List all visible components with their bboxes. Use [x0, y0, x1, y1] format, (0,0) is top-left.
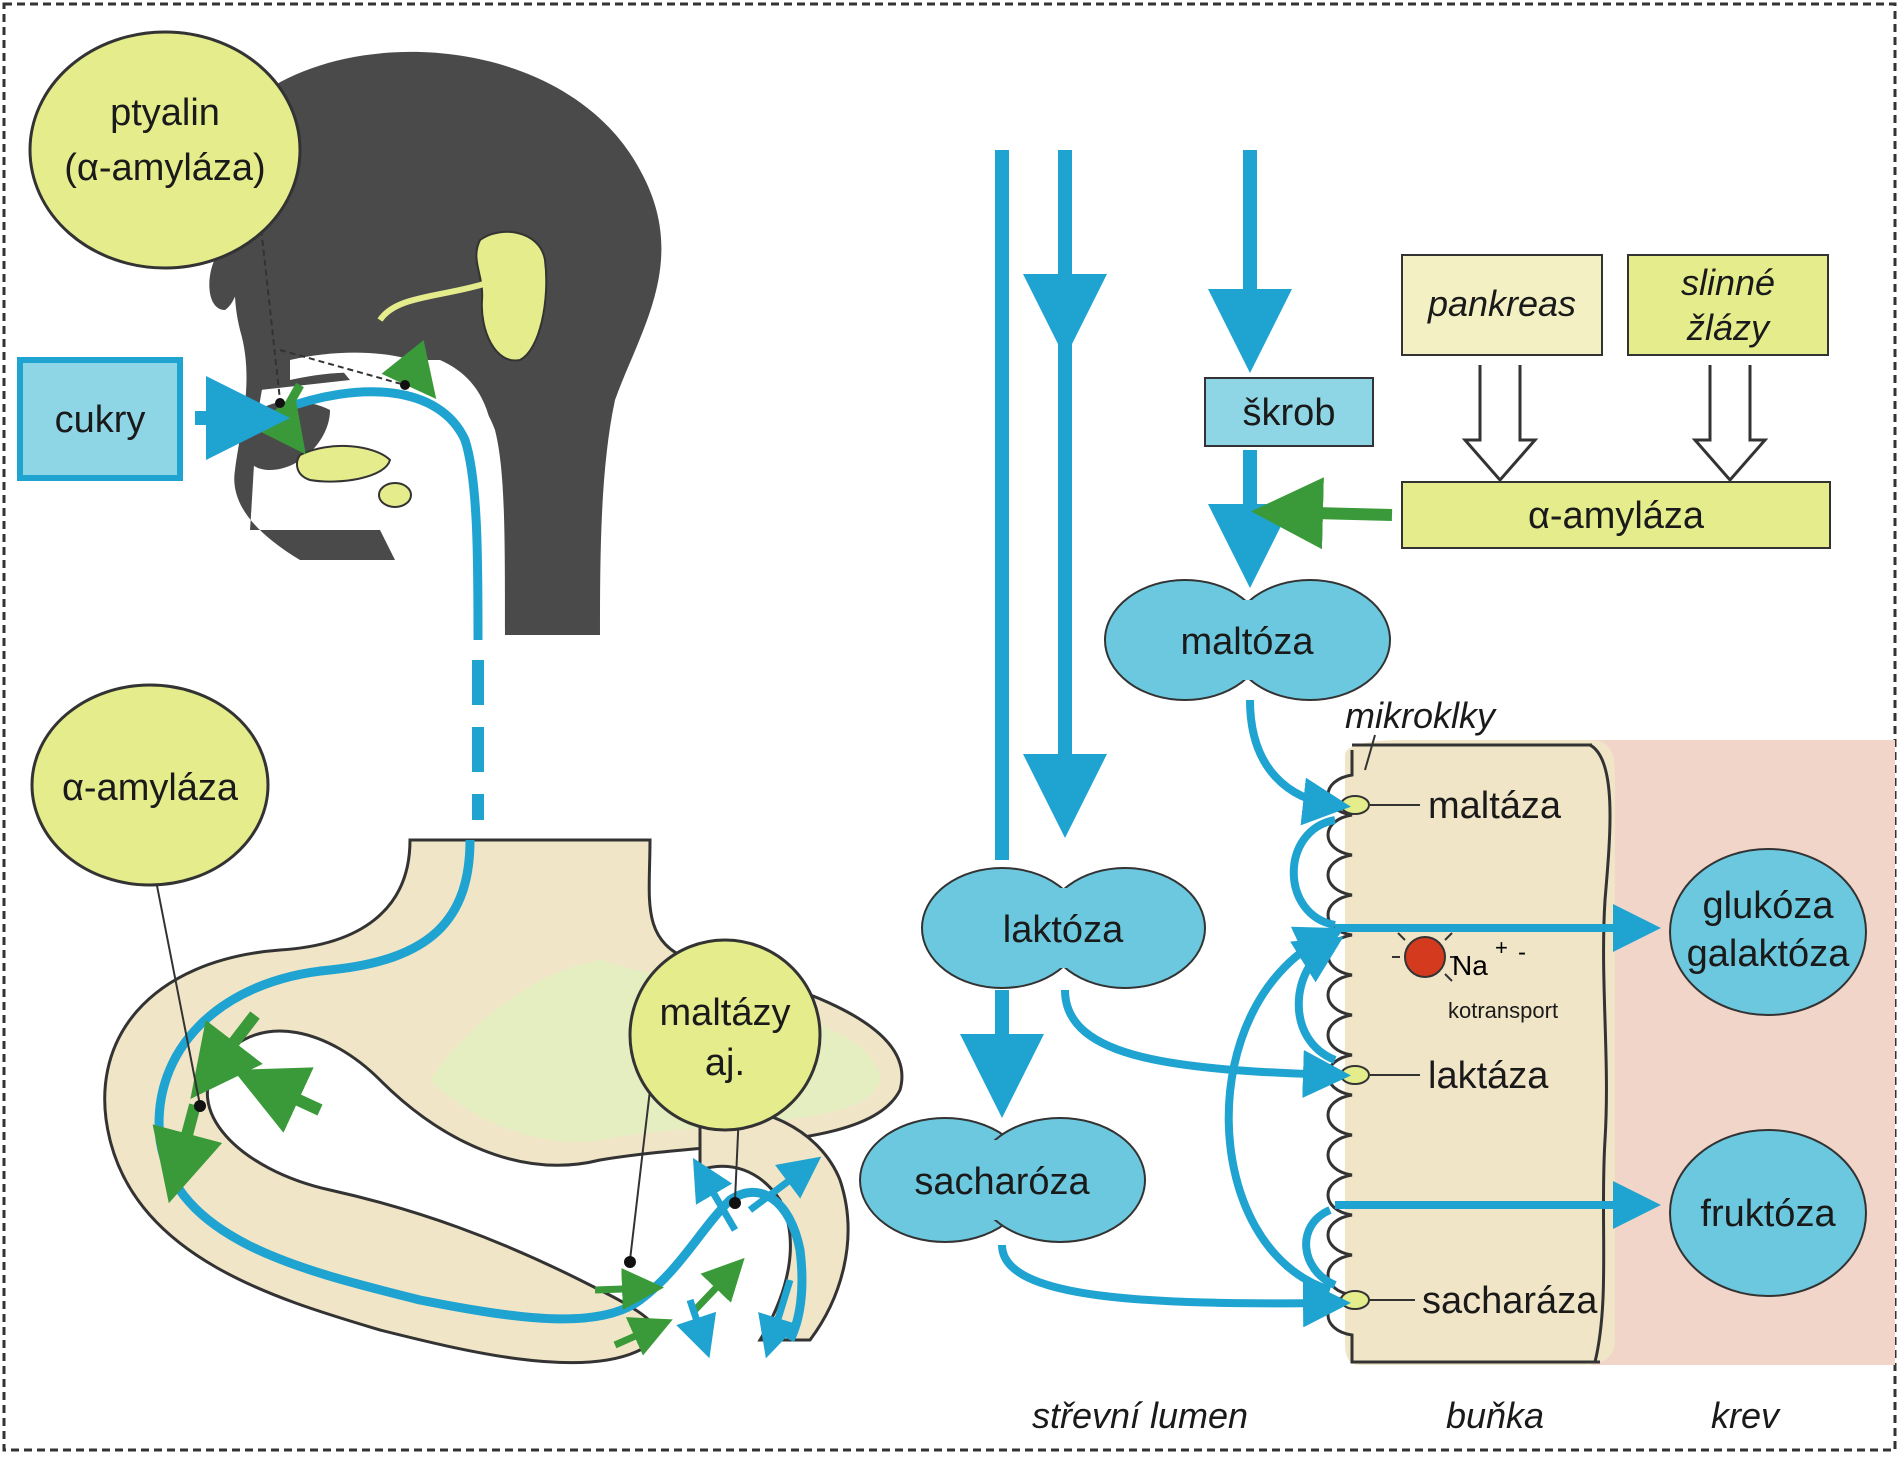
bunka-caption: buňka — [1446, 1395, 1544, 1436]
glukoza-label: glukóza — [1703, 885, 1835, 927]
ptyalin-label: ptyalin — [110, 92, 220, 134]
strevni-lumen-caption: střevní lumen — [1032, 1395, 1248, 1436]
fruktoza-bubble: fruktóza — [1670, 1130, 1866, 1296]
slinne-arrow — [1695, 365, 1765, 480]
cukry-label: cukry — [55, 399, 146, 441]
slinne-box: slinné žlázy — [1628, 255, 1828, 355]
sacharoza-node: sacharóza — [860, 1118, 1145, 1242]
na-plus: + — [1495, 935, 1508, 960]
maltaza-site — [1341, 796, 1369, 814]
mikroklky-label: mikroklky — [1345, 695, 1497, 736]
laktoza-to-laktaza — [1065, 990, 1335, 1075]
laktoza-label: laktóza — [1003, 909, 1124, 951]
sacharaza-label: sacharáza — [1422, 1280, 1598, 1322]
pankreas-box: pankreas — [1402, 255, 1602, 355]
maltoza-node: maltóza — [1105, 580, 1390, 700]
maltoza-to-maltaza — [1250, 700, 1335, 805]
krev-caption: krev — [1711, 1395, 1781, 1436]
skrob-label: škrob — [1243, 392, 1336, 434]
maltoza-label: maltóza — [1180, 621, 1314, 663]
ptyalin-bubble: ptyalin (α-amyláza) — [30, 32, 300, 268]
slinne-label: slinné — [1681, 262, 1775, 303]
amylaza-bar: α-amyláza — [1402, 482, 1830, 548]
fruktoza-label: fruktóza — [1700, 1193, 1836, 1235]
pankreas-label: pankreas — [1427, 283, 1576, 324]
amylaza-stomach-label: α-amyláza — [62, 767, 239, 809]
glukoza-bubble: glukóza galaktóza — [1670, 849, 1866, 1015]
laktoza-node: laktóza — [922, 868, 1205, 988]
galaktoza-label: galaktóza — [1687, 933, 1851, 975]
zlazy-label: žlázy — [1686, 307, 1771, 348]
sacharaza-site — [1341, 1291, 1369, 1309]
amylaza-bar-label: α-amyláza — [1528, 495, 1705, 537]
laktaza-site — [1341, 1066, 1369, 1084]
sacharoza-label: sacharóza — [914, 1161, 1090, 1203]
cukry-box: cukry — [20, 360, 180, 478]
skrob-box: škrob — [1205, 378, 1373, 446]
pankreas-arrow — [1465, 365, 1535, 480]
laktaza-label: laktáza — [1428, 1055, 1549, 1097]
amylaza-stomach-bubble: α-amyláza — [32, 685, 268, 885]
maltazy-label: maltázy — [660, 992, 791, 1034]
sacharaza-loop-2 — [1306, 1210, 1335, 1285]
maltazy-sublabel: aj. — [705, 1042, 745, 1084]
maltaza-label: maltáza — [1428, 785, 1562, 827]
amylaza-green-arrow — [1275, 512, 1392, 515]
kotransport-label: kotransport — [1448, 998, 1558, 1023]
sacharoza-to-sacharaza — [1002, 1245, 1335, 1303]
ptyalin-sublabel: (α-amyláza) — [64, 147, 265, 189]
sacharaza-loop — [1229, 935, 1330, 1290]
na-dash: - — [1518, 939, 1526, 966]
cell-region — [1345, 740, 1615, 1365]
na-label: Na — [1452, 950, 1488, 981]
maltazy-bubble: maltázy aj. — [630, 940, 820, 1130]
